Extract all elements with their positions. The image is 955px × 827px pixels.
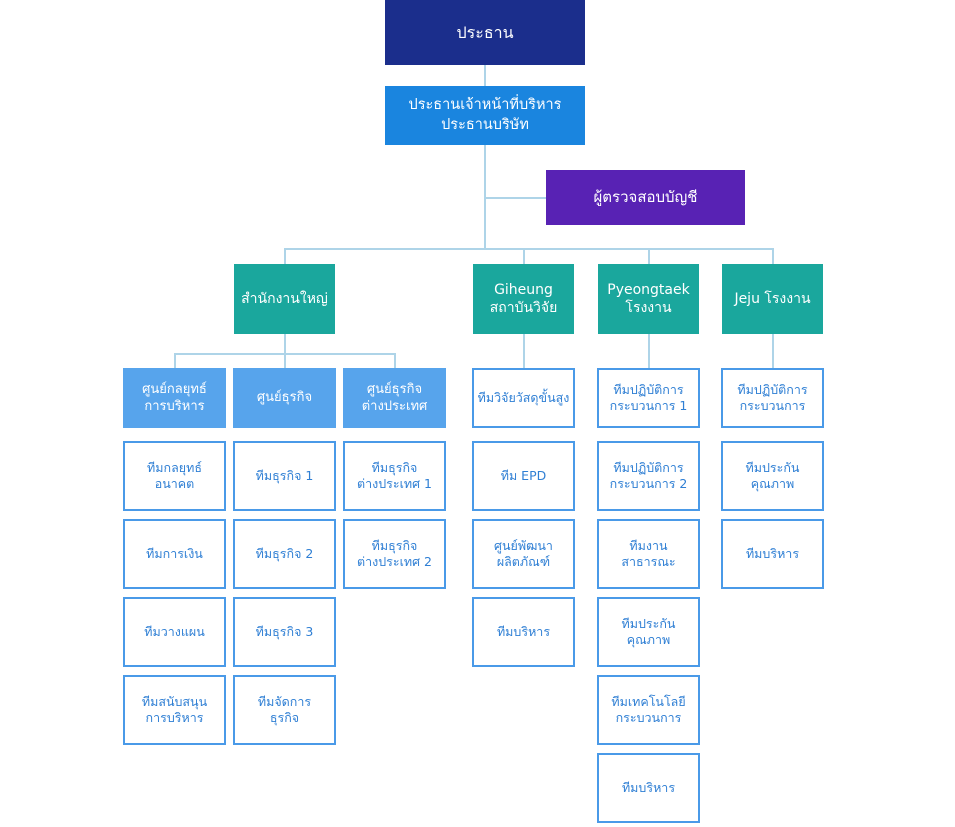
connector-ceo-trunk — [484, 145, 486, 248]
connector-jeju-stem — [772, 334, 774, 368]
team-box[interactable]: ทีมบริหาร — [472, 597, 575, 667]
node-division-jeju[interactable]: Jeju โรงงาน — [722, 264, 823, 334]
node-center-management-strategy[interactable]: ศูนย์กลยุทธ์ การบริหาร — [123, 368, 226, 428]
connector-hq-stem — [284, 334, 286, 353]
team-box[interactable]: ทีมปฏิบัติการ กระบวนการ 1 — [597, 368, 700, 428]
team-box[interactable]: ทีมบริหาร — [597, 753, 700, 823]
team-box[interactable]: ทีมงาน สาธารณะ — [597, 519, 700, 589]
team-box[interactable]: ทีมวิจัยวัสดุขั้นสูง — [472, 368, 575, 428]
node-auditor[interactable]: ผู้ตรวจสอบบัญชี — [546, 170, 745, 225]
node-division-pyeongtaek[interactable]: Pyeongtaek โรงงาน — [598, 264, 699, 334]
team-box[interactable]: ทีมธุรกิจ 1 — [233, 441, 336, 511]
team-box[interactable]: ทีมปฏิบัติการ กระบวนการ 2 — [597, 441, 700, 511]
connector-drop-hq — [284, 248, 286, 264]
team-box[interactable]: ทีมเทคโนโลยี กระบวนการ — [597, 675, 700, 745]
team-box[interactable]: ทีมกลยุทธ์ อนาคต — [123, 441, 226, 511]
node-division-giheung[interactable]: Giheung สถาบันวิจัย — [473, 264, 574, 334]
team-box[interactable]: ทีมธุรกิจ 3 — [233, 597, 336, 667]
connector-drop-giheung — [523, 248, 525, 264]
team-box[interactable]: ทีมการเงิน — [123, 519, 226, 589]
team-box[interactable]: ทีม EPD — [472, 441, 575, 511]
team-box[interactable]: ทีมสนับสนุน การบริหาร — [123, 675, 226, 745]
node-president[interactable]: ประธาน — [385, 0, 585, 65]
node-center-business[interactable]: ศูนย์ธุรกิจ — [233, 368, 336, 428]
team-box[interactable]: ทีมธุรกิจ ต่างประเทศ 1 — [343, 441, 446, 511]
team-box[interactable]: ทีมประกัน คุณภาพ — [721, 441, 824, 511]
connector-drop-jeju — [772, 248, 774, 264]
connector-drop-pyeongtaek — [648, 248, 650, 264]
connector-division-bus — [284, 248, 773, 250]
connector-drop-center-overseas — [394, 353, 396, 368]
connector-drop-center-strategy — [174, 353, 176, 368]
node-division-hq[interactable]: สำนักงานใหญ่ — [234, 264, 335, 334]
team-box[interactable]: ทีมธุรกิจ 2 — [233, 519, 336, 589]
team-box[interactable]: ทีมธุรกิจ ต่างประเทศ 2 — [343, 519, 446, 589]
team-box[interactable]: ทีมประกัน คุณภาพ — [597, 597, 700, 667]
team-box[interactable]: ทีมวางแผน — [123, 597, 226, 667]
node-center-overseas-business[interactable]: ศูนย์ธุรกิจ ต่างประเทศ — [343, 368, 446, 428]
node-ceo[interactable]: ประธานเจ้าหน้าที่บริหาร ประธานบริษัท — [385, 86, 585, 145]
team-box[interactable]: ทีมจัดการ ธุรกิจ — [233, 675, 336, 745]
connector-ceo-auditor — [484, 197, 546, 199]
connector-drop-center-business — [284, 353, 286, 368]
team-box[interactable]: ศูนย์พัฒนา ผลิตภัณฑ์ — [472, 519, 575, 589]
team-box[interactable]: ทีมปฏิบัติการ กระบวนการ — [721, 368, 824, 428]
connector-pyeongtaek-stem — [648, 334, 650, 368]
connector-giheung-stem — [523, 334, 525, 368]
team-box[interactable]: ทีมบริหาร — [721, 519, 824, 589]
connector-president-ceo — [484, 65, 486, 86]
